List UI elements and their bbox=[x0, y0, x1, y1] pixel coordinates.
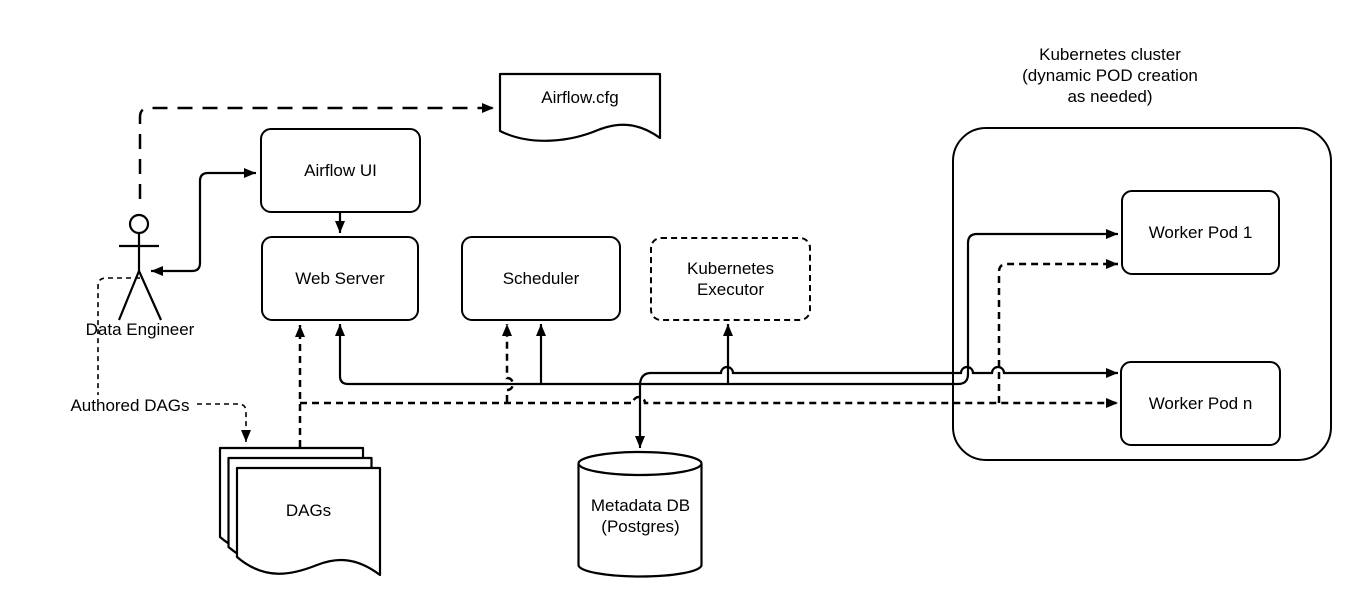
node-web-server: Web Server bbox=[261, 236, 419, 321]
edge-bus-workerpodn bbox=[638, 365, 1118, 385]
edge-bus-webserver-workerpod1 bbox=[335, 229, 1118, 386]
node-worker-pod-1: Worker Pod 1 bbox=[1121, 190, 1280, 275]
edge-engineer-airflowcfg bbox=[138, 103, 494, 199]
dags-document-front bbox=[235, 466, 382, 577]
metadata-db-cylinder bbox=[577, 450, 703, 578]
kubernetes-executor-label: Kubernetes Executor bbox=[687, 259, 774, 299]
dags-document-stack bbox=[218, 446, 382, 577]
metadata-db-label: Metadata DB (Postgres) bbox=[590, 496, 691, 536]
edge-authoreddags-dags bbox=[197, 403, 251, 442]
kubernetes-cluster-title: Kubernetes cluster (dynamic POD creation… bbox=[1022, 45, 1198, 106]
worker-pod-1-label: Worker Pod 1 bbox=[1148, 223, 1253, 242]
edge-dags-workerpodn bbox=[300, 395, 1118, 408]
stick-figure-head bbox=[128, 213, 150, 235]
edge-engineer-airflowui bbox=[151, 168, 256, 276]
airflow-cfg-document-shape bbox=[498, 72, 662, 142]
data-engineer-figure bbox=[117, 213, 163, 321]
worker-pod-n-label: Worker Pod n bbox=[1148, 394, 1253, 413]
data-engineer-label: Data Engineer bbox=[85, 320, 195, 339]
edge-dags-scheduler bbox=[502, 324, 515, 402]
scheduler-label: Scheduler bbox=[502, 269, 580, 288]
dags-label: DAGs bbox=[285, 501, 332, 520]
node-kubernetes-executor: Kubernetes Executor bbox=[650, 237, 811, 321]
node-airflow-ui: Airflow UI bbox=[260, 128, 421, 213]
stick-figure-body bbox=[117, 233, 163, 321]
node-scheduler: Scheduler bbox=[461, 236, 621, 321]
airflow-ui-label: Airflow UI bbox=[304, 161, 377, 180]
authored-dags-label: Authored DAGs bbox=[70, 396, 190, 415]
airflow-cfg-label: Airflow.cfg bbox=[541, 88, 619, 107]
edge-engineer-authoreddags bbox=[97, 277, 140, 395]
edge-dags-workerpod1 bbox=[997, 259, 1118, 403]
web-server-label: Web Server bbox=[295, 269, 385, 288]
metadata-db-body bbox=[577, 463, 703, 578]
node-worker-pod-n: Worker Pod n bbox=[1120, 361, 1281, 446]
metadata-db-top bbox=[577, 450, 703, 477]
